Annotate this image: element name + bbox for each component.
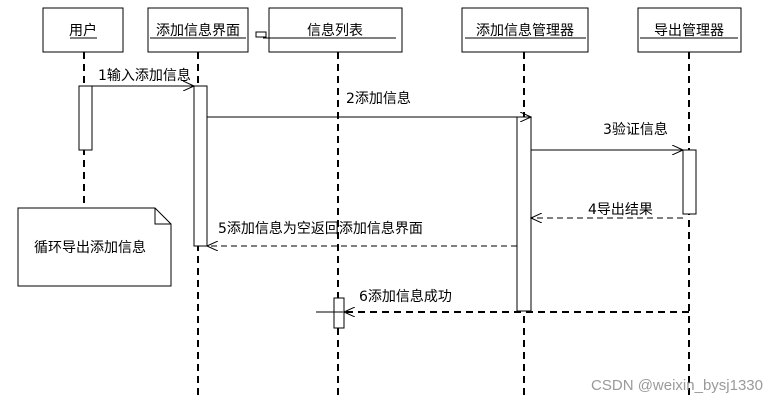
participant-add-ui-label: 添加信息界面 [156,22,240,39]
participant-add-mgr-label: 添加信息管理器 [476,22,574,39]
activation-add-mgr [516,116,532,312]
participant-user-label: 用户 [69,22,97,39]
participant-export-mgr: 导出管理器 [637,7,742,53]
note-label: 循环导出添加信息 [34,239,146,256]
note-box: 循环导出添加信息 [17,207,172,287]
message-2: 2添加信息 [207,90,531,117]
activation-add-ui [193,85,208,247]
message-6: 6添加信息成功 [344,288,689,312]
activation-info-list [333,297,345,329]
message-3: 3验证信息 [531,121,683,150]
participant-user: 用户 [42,7,124,53]
participant-add-mgr: 添加信息管理器 [461,7,589,53]
participant-info-list-label: 信息列表 [307,22,363,39]
activation-user [78,85,93,151]
watermark: CSDN @weixin_bysj1330 [591,377,763,394]
component-icon [255,31,267,38]
message-1: 1输入添加信息 [84,67,194,86]
message-1-label: 1输入添加信息 [98,67,191,84]
participant-export-mgr-label: 导出管理器 [654,23,724,39]
message-6-label: 6添加信息成功 [359,288,452,305]
message-3-label: 3验证信息 [603,121,668,138]
message-2-label: 2添加信息 [346,90,411,107]
participant-info-list: 信息列表 [255,7,403,53]
message-5-label: 5添加信息为空返回添加信息界面 [218,220,423,237]
message-4-label: 4导出结果 [588,202,653,218]
participant-add-ui: 添加信息界面 [147,7,249,53]
message-5: 5添加信息为空返回添加信息界面 [207,220,517,246]
activation-export-mgr [682,149,697,215]
message-4: 4导出结果 [531,202,683,218]
